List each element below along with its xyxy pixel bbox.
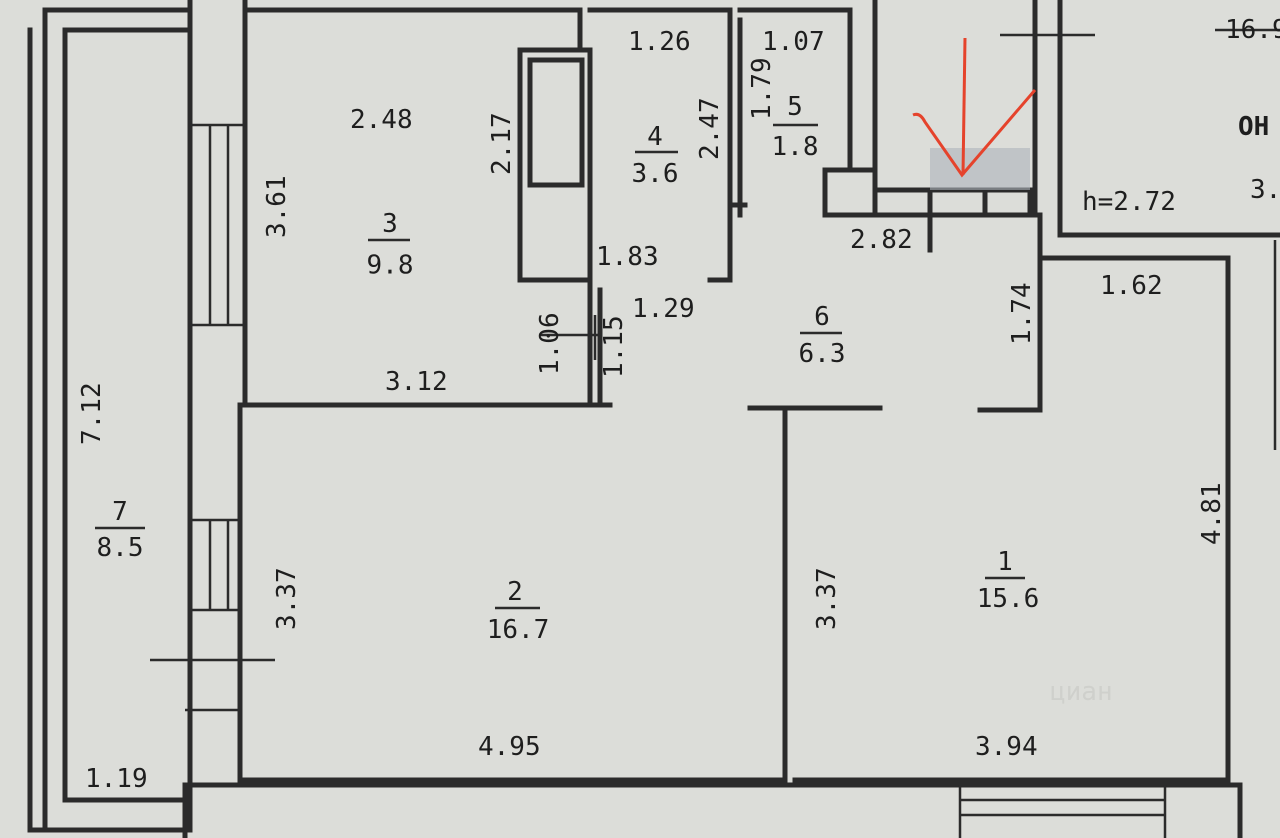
red-arrow-annotation [912,37,1037,178]
svg-text:1.19: 1.19 [85,764,148,794]
svg-text:2: 2 [507,577,523,607]
svg-text:4: 4 [647,122,663,152]
svg-text:4.95: 4.95 [478,732,541,762]
svg-text:6.3: 6.3 [799,339,846,369]
svg-text:1: 1 [997,547,1013,577]
svg-text:1.26: 1.26 [628,27,691,57]
svg-text:7.12: 7.12 [77,382,107,445]
svg-text:3.61: 3.61 [262,175,292,238]
svg-text:2.17: 2.17 [487,112,517,175]
svg-text:2.48: 2.48 [350,105,413,135]
svg-text:3.6: 3.6 [632,159,679,189]
svg-text:1.62: 1.62 [1100,271,1163,301]
svg-text:9.8: 9.8 [367,250,414,280]
svg-text:2.82: 2.82 [850,225,913,255]
svg-text:h=2.72: h=2.72 [1082,187,1176,217]
dimension-labels: 2.48 3.61 3.12 2.17 1.26 2.47 1.83 1.29 … [77,27,1227,794]
room-label-7: 78.5 [95,497,145,563]
svg-text:6: 6 [814,302,830,332]
svg-text:1.15: 1.15 [599,315,629,378]
room-label-5: 51.8 [772,92,819,162]
svg-text:1.8: 1.8 [772,132,819,162]
svg-text:5: 5 [787,92,803,122]
svg-text:4.81: 4.81 [1197,482,1227,545]
room-label-4: 43.6 [632,122,679,189]
svg-text:3.94: 3.94 [975,732,1038,762]
svg-text:1.07: 1.07 [762,27,825,57]
room-label-6: 66.3 [799,302,846,369]
svg-text:16.7: 16.7 [487,615,550,645]
neighbor-unit-labels: 16.9 ОН h=2.72 3.59 [1082,15,1280,217]
svg-text:3.59: 3.59 [1250,175,1280,205]
svg-text:3.12: 3.12 [385,367,448,397]
room-label-1: 115.6 [977,547,1040,614]
svg-text:1.29: 1.29 [632,294,695,324]
svg-text:2.47: 2.47 [695,97,725,160]
svg-text:1.79: 1.79 [747,57,777,120]
svg-text:1.83: 1.83 [596,242,659,272]
svg-text:7: 7 [112,497,128,527]
svg-text:1.74: 1.74 [1007,282,1037,345]
room-label-3: 39.8 [367,209,414,280]
svg-text:16.9: 16.9 [1225,15,1280,45]
svg-text:8.5: 8.5 [97,533,144,563]
svg-text:1.06: 1.06 [535,312,565,375]
svg-text:ОН: ОН [1238,112,1269,142]
svg-text:3.37: 3.37 [272,567,302,630]
walls [182,0,1280,838]
svg-text:3.37: 3.37 [812,567,842,630]
svg-text:15.6: 15.6 [977,584,1040,614]
svg-text:3: 3 [382,209,398,239]
watermark: циан [1050,677,1113,707]
balcony-walls [27,0,275,833]
room-label-2: 216.7 [487,577,550,645]
